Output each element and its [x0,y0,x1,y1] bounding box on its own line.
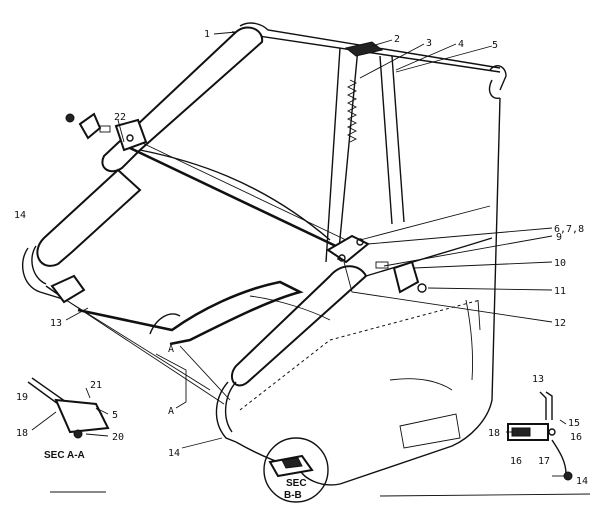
callout-18-detail: 18 [16,428,28,439]
callout-20: 20 [112,432,124,443]
bottom-rod [77,280,304,346]
callout-17: 17 [538,456,550,467]
callout-16-right: 16 [570,432,582,443]
spring [346,79,358,143]
callout-a-bottom: A [168,406,174,417]
callout-a-top: A [168,344,174,355]
callout-18-right: 18 [488,428,500,439]
rule-right [379,493,591,497]
section-b-b-title-1: SEC [286,478,307,489]
callout-19: 19 [16,392,28,403]
callout-14-right: 14 [576,476,588,487]
callout-10: 10 [554,258,566,269]
callout-16-bottom: 16 [510,456,522,467]
callout-5-detail: 5 [112,410,118,421]
section-b-b-detail [263,437,329,503]
callout-11: 11 [554,286,566,297]
callout-21: 21 [90,380,102,391]
callout-labels: 1 2 3 4 5 6,7,8 9 10 11 12 13 14 14 22 A… [14,29,588,487]
cross-rod [129,146,341,250]
right-front-tube [231,265,368,387]
callout-14-left: 14 [14,210,26,221]
callout-6-7-8: 6,7,8 [554,224,584,235]
callout-12: 12 [554,318,566,329]
section-b-b-title-2: B-B [284,490,302,501]
left-side-tube [36,168,142,267]
callout-14-bottom: 14 [168,448,180,459]
callout-5: 5 [492,40,498,51]
section-a-a-title: SEC A-A [44,450,85,461]
callout-13: 13 [50,318,62,329]
bag-assembly [21,22,507,486]
callout-15: 15 [568,418,580,429]
callout-9: 9 [556,232,562,243]
callout-3: 3 [426,38,432,49]
callout-2: 2 [394,34,400,45]
callout-1: 1 [204,29,210,40]
callout-13-detail: 13 [532,374,544,385]
callout-4: 4 [458,39,464,50]
callout-22: 22 [114,112,126,123]
leader-lines [31,31,564,477]
section-a-a-detail [27,377,110,439]
